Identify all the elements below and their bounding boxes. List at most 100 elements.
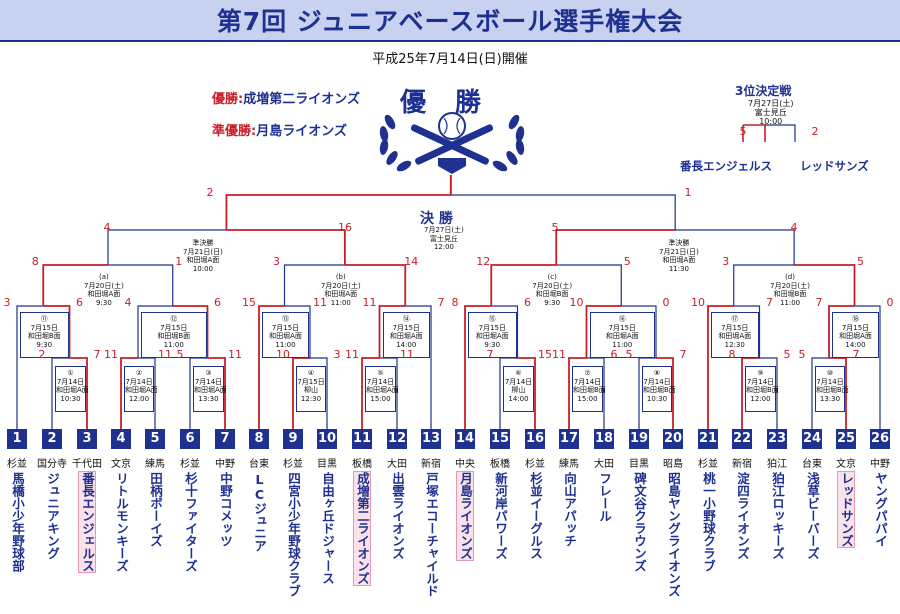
third-place-time: 10:00 [759,117,783,126]
quarter-date: 7月20日(土) [84,281,124,290]
semi-left-label: 準決勝 [192,239,214,247]
semi-right-venue: 和田堀A面 [662,256,696,264]
bracket-line [499,357,518,430]
round2-date: 7月15日 [721,323,749,332]
round1-time: 10:30 [646,394,668,403]
bracket-line [854,305,881,430]
round2-time: 9:30 [36,340,53,349]
team-name: リトルモンキーズ [114,472,129,572]
team-number-3: 3 [77,429,97,449]
round1-no: ① [67,369,74,377]
round1-left-score: 5 [625,348,633,361]
bracket-line [107,229,227,265]
team-number-16: 16 [525,429,545,449]
round2-no: ⑯ [618,315,626,323]
bracket-line [292,357,310,430]
final-time: 12:00 [433,243,454,251]
bracket-line [741,357,760,430]
round2-date: 7月15日 [271,323,300,332]
team-name: ジュニアキング [45,472,60,560]
bracket-line [172,305,209,358]
round1-date: 7月14日 [504,377,533,386]
round1-time: 12:30 [300,394,322,403]
quarter-right-score: 14 [404,255,419,268]
round2-left-score: 11 [362,296,377,309]
runner-up-name: 月島ライオンズ [256,124,347,139]
team-area: 杉並 [283,459,303,470]
round2-venue: 和田堀A面 [269,332,302,340]
semi-right-info: 準決勝 7月21日(日) 和田堀A面 11:30 [659,239,699,273]
team-name: 月島ライオンズ [456,471,474,561]
bracket-line [69,357,88,430]
semi-right-time: 11:30 [668,264,689,273]
quarter-time: 11:00 [779,298,801,307]
bracket-line [675,229,795,265]
round2-left-score: 10 [569,296,584,309]
bracket-line [207,357,226,430]
round2-no: ⑫ [170,315,178,323]
semi-left-right-score: 16 [338,221,352,234]
round1-right-score: 3 [333,348,341,361]
final-right-score: 1 [684,186,692,199]
bracket-line [108,264,174,306]
team-area: 目黒 [317,459,337,470]
round2-right-score: 6 [524,296,531,309]
bracket-line [828,305,855,358]
round1-no: ⑨ [757,369,764,377]
bracket-line [137,305,173,358]
team-number-7: 7 [215,429,235,449]
team-name: 浅草ビーバーズ [805,472,820,560]
team-number-4: 4 [111,429,131,449]
runner-up-line: 準優勝:月島ライオンズ [212,120,347,139]
round1-left-score: 2 [38,348,46,361]
bracket-line [829,357,847,430]
final-date: 7月27日(土) [424,226,464,234]
round2-time: 12:30 [724,340,745,349]
team-area: 台東 [802,459,822,470]
bracket-line [42,264,108,306]
round1-venue: 和田堀A面 [194,386,227,394]
round1-date: 7月14日 [194,377,223,386]
round1-right-score: 11 [158,348,172,361]
third-place-info: 7月27日(土) 富士見丘 10:00 [748,99,794,126]
round1-right-score: 7 [852,348,860,361]
team-name: 碑文谷クラウンズ [632,472,647,572]
bracket-line [51,357,70,430]
round2-left-score: 3 [3,296,11,309]
round1-date: 7月14日 [816,377,844,386]
semi-right-label: 準決勝 [668,239,690,247]
bracket-line [344,264,407,306]
bracket-line [120,357,138,430]
team-area: 中野 [215,459,235,470]
team-area: 文京 [836,459,856,470]
team-number-26: 26 [870,429,890,449]
round1-time: 13:30 [819,394,841,403]
round1-right-score: 7 [679,348,687,361]
semi-left-time: 10:00 [192,264,213,273]
team-number-25: 25 [836,429,856,449]
round1-date: 7月14日 [125,377,153,386]
team-area: 中野 [870,459,890,470]
round2-right-score: 11 [313,296,327,309]
third-place-left-score: 5 [739,125,747,138]
team-name: 番長エンジェルス [78,471,96,573]
quarter-left-score: 3 [273,255,280,268]
round1-left-score: 5 [176,348,184,361]
quarter-tag: (d) [785,273,795,281]
